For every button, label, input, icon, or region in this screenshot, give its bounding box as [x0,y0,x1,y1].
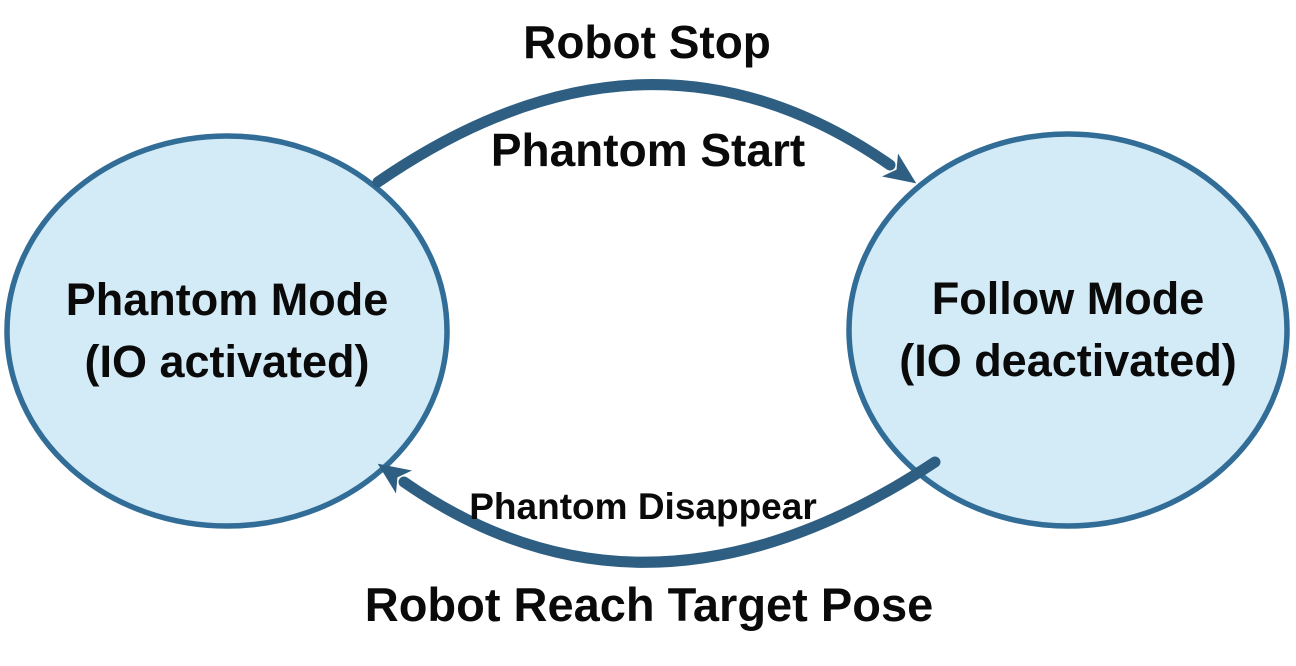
follow-mode-node: Follow Mode (IO deactivated) [849,134,1287,526]
phantom-mode-node: Phantom Mode (IO activated) [7,136,447,526]
transition-arrow-top [372,79,917,188]
follow-mode-title: Follow Mode [931,273,1205,324]
phantom-mode-subtitle: (IO activated) [84,336,370,387]
transition-arrow-bottom [377,456,941,568]
transition-label-phantom-disappear: Phantom Disappear [469,486,817,527]
phantom-mode-node-shape [4,133,450,529]
phantom-mode-title: Phantom Mode [65,274,389,325]
transition-label-robot-reach-target-pose: Robot Reach Target Pose [364,578,934,631]
follow-mode-node-shape [846,131,1290,529]
transition-label-robot-stop: Robot Stop [523,16,771,68]
transition-label-phantom-start: Phantom Start [490,124,806,176]
follow-mode-subtitle: (IO deactivated) [899,335,1237,386]
